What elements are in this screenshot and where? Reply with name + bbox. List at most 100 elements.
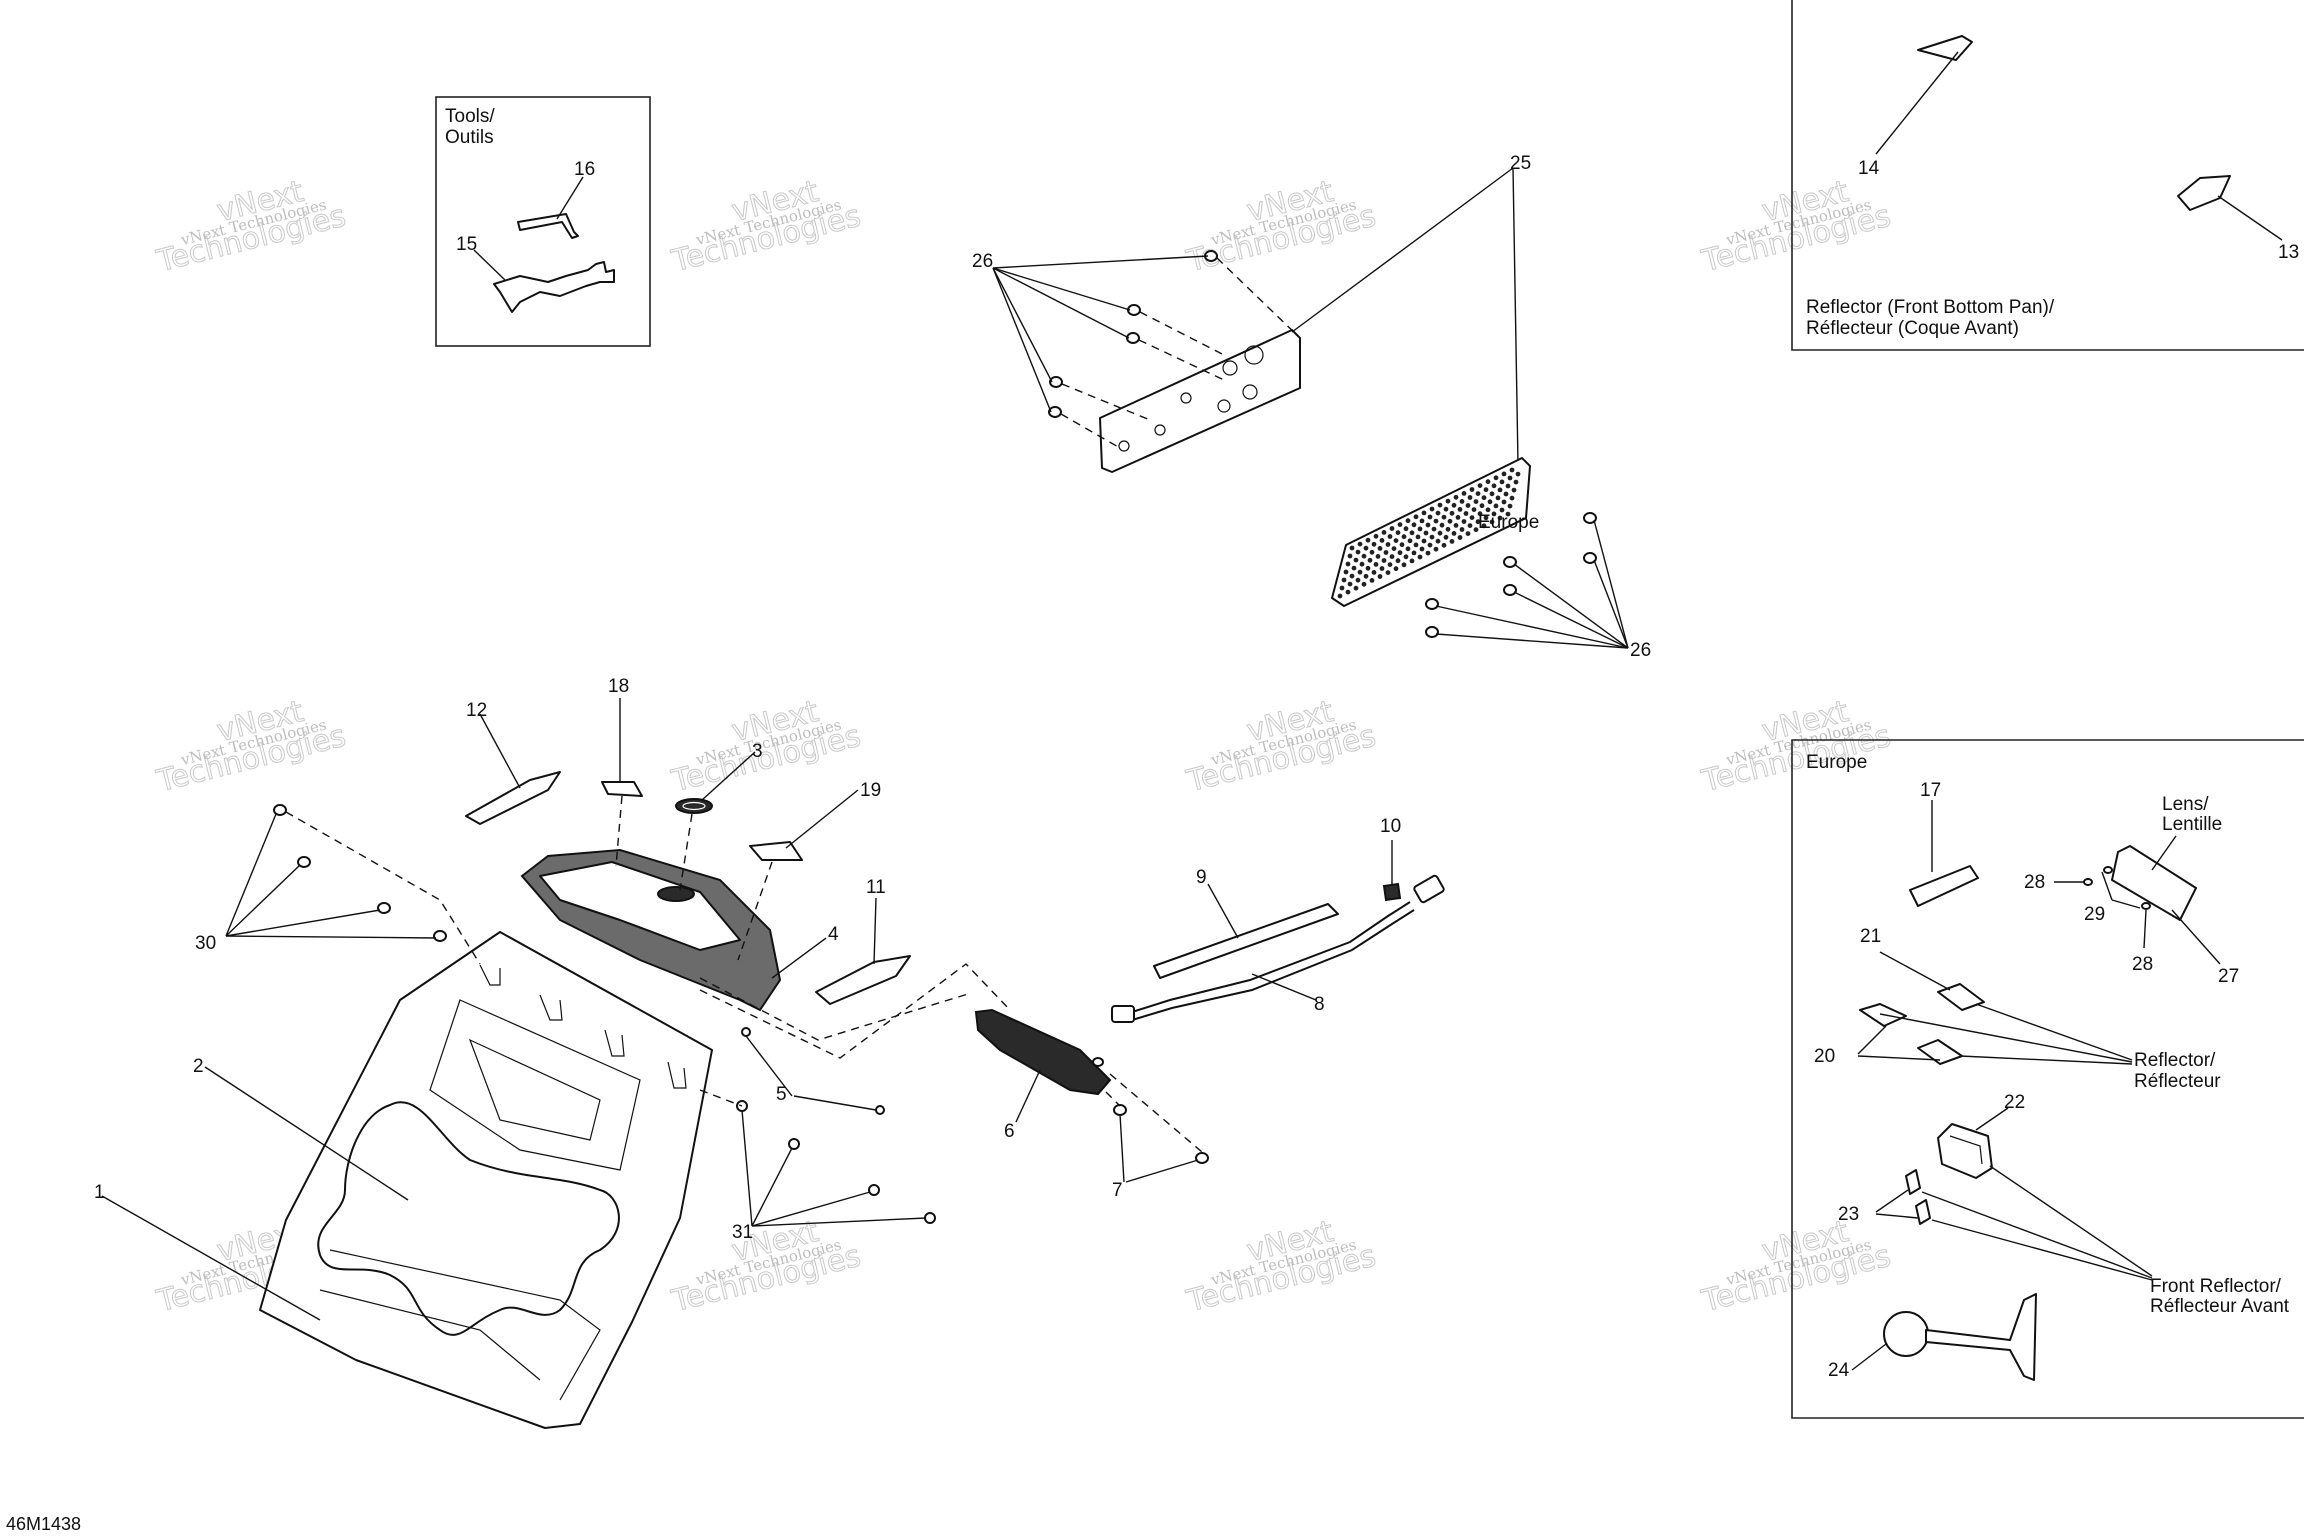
plate-25-top [1099, 329, 1301, 473]
perforation-hole [1425, 522, 1431, 528]
screw-7 [1113, 1104, 1127, 1116]
perforation-hole [1453, 523, 1459, 528]
lens-screw [2141, 902, 2151, 910]
leader-3 [701, 751, 756, 801]
harness-8-connector [1413, 874, 1445, 904]
leader-reflector [1959, 1055, 2133, 1065]
perforation-hole [1507, 503, 1513, 509]
perforation-hole [1405, 518, 1411, 524]
perforation-hole [1491, 511, 1497, 517]
leader-23 [1875, 1213, 1919, 1219]
perforation-hole [1359, 561, 1365, 567]
perforation-hole [1373, 533, 1379, 539]
perforation-hole [1431, 526, 1437, 532]
leader-26 [1435, 633, 1629, 649]
perforation-hole [1493, 503, 1499, 509]
perforation-hole [1485, 507, 1491, 513]
grommet-10 [1382, 882, 1402, 902]
perforation-hole [1365, 537, 1371, 543]
perforation-hole [1387, 562, 1393, 567]
perforation-hole [1365, 565, 1371, 571]
perforation-hole [1341, 577, 1347, 583]
callout-1: 1 [94, 1182, 105, 1203]
perforation-hole [1513, 479, 1519, 485]
perforation-hole [1361, 553, 1367, 559]
emblem-3 [675, 798, 713, 814]
leader-11 [873, 897, 877, 965]
perforation-hole [1375, 554, 1381, 559]
perforation-hole [1361, 581, 1367, 587]
perforation-hole [1449, 539, 1455, 544]
perforation-hole [1477, 483, 1483, 488]
callout-4: 4 [828, 924, 839, 945]
europe-kit-box: Europe 17 Lens/ Lentille 27 28 28 29 21 … [1791, 739, 2304, 1419]
lens-screw [2103, 866, 2113, 874]
perforation-hole [1397, 550, 1403, 556]
harness-8-wire [1131, 909, 1415, 1021]
perforation-hole [1467, 495, 1473, 500]
dash-line [615, 795, 623, 867]
perforation-hole [1493, 475, 1499, 481]
leader-25 [1512, 167, 1519, 465]
emblem-3-ring [682, 801, 706, 811]
front-reflector-inner [1949, 1135, 1983, 1165]
perforation-hole [1387, 534, 1393, 539]
perforation-hole [1457, 507, 1463, 512]
perforation-hole [1507, 475, 1513, 481]
callout-25: 25 [1510, 153, 1531, 174]
perforation-hole [1407, 538, 1413, 544]
callout-9: 9 [1196, 867, 1207, 888]
nut-26 [1048, 406, 1062, 418]
leader-20 [1857, 1025, 1887, 1055]
tool-key-16 [517, 213, 579, 239]
perforation-hole [1339, 585, 1345, 591]
callout-7: 7 [1112, 1180, 1123, 1201]
horn-24-tube [1925, 1293, 2037, 1381]
perforation-hole [1393, 566, 1399, 572]
leader-29 [2111, 899, 2141, 909]
perforation-hole [1389, 526, 1395, 531]
perforation-hole [1409, 558, 1415, 564]
plate-hole [1217, 399, 1231, 413]
dash-line [1216, 257, 1301, 339]
leader-1 [101, 1195, 321, 1321]
perforation-hole [1395, 530, 1401, 535]
nut-26 [1425, 626, 1439, 638]
europe-plate-label: Europe [1478, 512, 1539, 533]
perforation-hole [1443, 534, 1449, 540]
clip-slot [539, 994, 563, 1021]
leader-reflector [1879, 1013, 2133, 1063]
perforation-hole [1429, 534, 1435, 540]
perforation-hole [1505, 511, 1511, 517]
perforation-hole [1381, 530, 1387, 535]
leader-6 [1015, 1069, 1041, 1123]
perforation-hole [1417, 526, 1423, 532]
screw-28 [2083, 878, 2093, 886]
dash-line [1138, 339, 1225, 381]
leader-front-reflector [1989, 1165, 2153, 1277]
reflector-box-frame [1791, 0, 2304, 351]
perforation-hole [1451, 531, 1457, 536]
perforation-hole [1389, 554, 1395, 559]
perforation-hole [1489, 519, 1495, 525]
strip-9 [1153, 903, 1339, 979]
perforation-hole [1429, 506, 1435, 512]
decal-11 [815, 955, 911, 1005]
perforation-hole [1499, 479, 1505, 485]
perforation-hole [1405, 546, 1411, 552]
leader-8 [1251, 973, 1317, 1001]
perforation-hole [1383, 550, 1389, 555]
leader-31 [751, 1147, 793, 1227]
perforation-hole [1353, 585, 1359, 591]
callout-23: 23 [1838, 1204, 1859, 1225]
perforation-hole [1511, 487, 1517, 493]
perforation-hole [1433, 518, 1439, 524]
perforation-hole [1461, 519, 1467, 524]
perforation-hole [1395, 558, 1401, 564]
perforation-hole [1441, 514, 1447, 520]
perforation-hole [1363, 545, 1369, 551]
perforation-hole [1377, 546, 1383, 551]
perforation-hole [1369, 578, 1375, 583]
perforation-hole [1411, 550, 1417, 556]
